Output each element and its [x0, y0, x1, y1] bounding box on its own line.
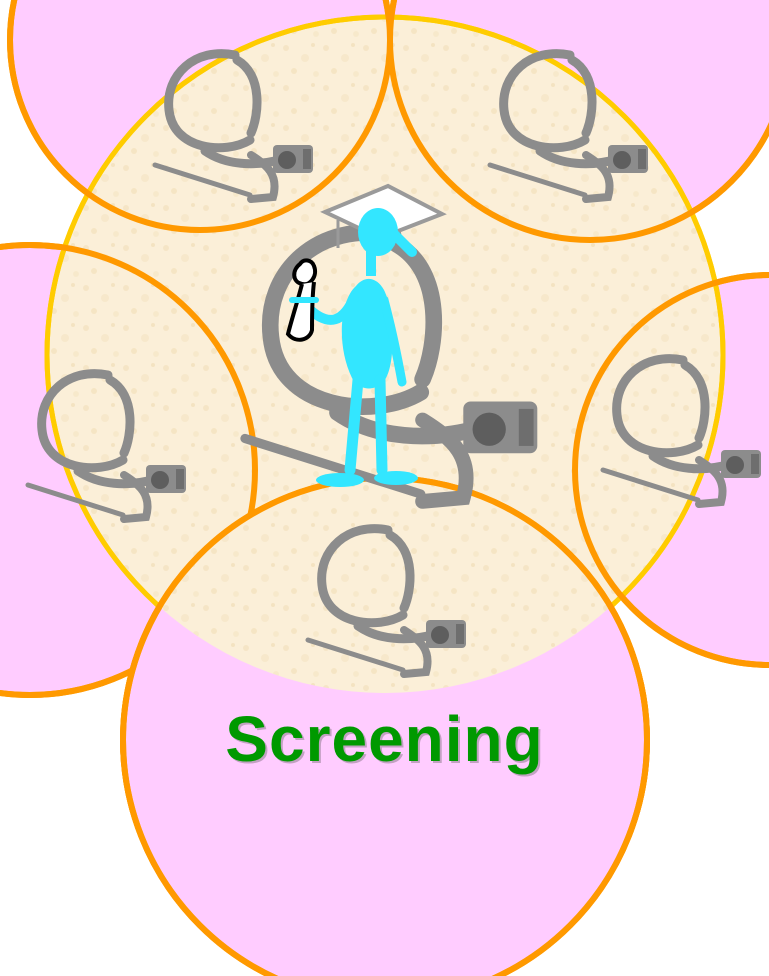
screening-label: Screening — [0, 702, 769, 776]
